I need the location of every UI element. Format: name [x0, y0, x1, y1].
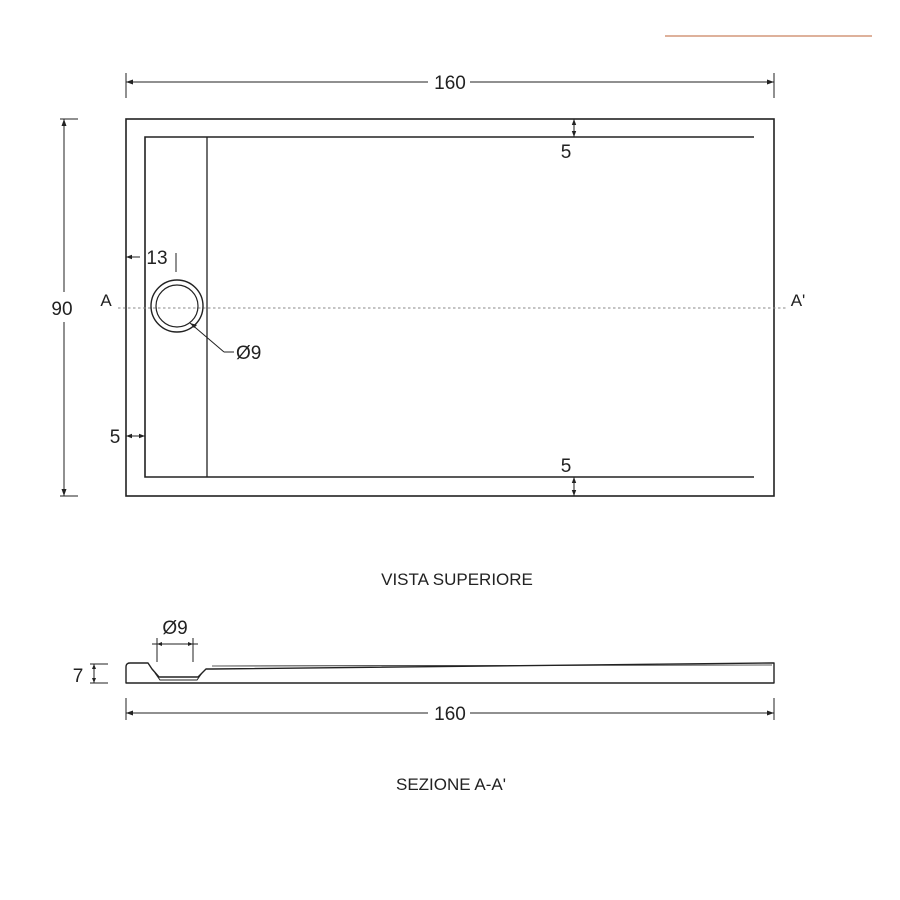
drain-offset-label: 13 — [146, 248, 167, 269]
section-height-label: 7 — [73, 666, 84, 687]
section-view: Ø9 7 160 SEZIONE A-A' — [73, 618, 775, 794]
section-profile — [125, 662, 775, 684]
drain-outer-circle — [150, 279, 204, 333]
rim-left-dimension — [126, 433, 145, 439]
width-dimension — [125, 73, 775, 98]
section-start-label: A — [100, 291, 112, 310]
section-width-label: 160 — [434, 704, 466, 725]
width-label: 160 — [434, 73, 466, 94]
section-height-dimension — [90, 663, 108, 684]
basin-outline — [144, 136, 754, 478]
drain-inner-circle — [155, 284, 199, 328]
section-inner-surface — [211, 664, 773, 667]
section-width-dimension — [125, 698, 775, 720]
rim-bottom-label: 5 — [561, 456, 572, 477]
drain-diameter-label: Ø9 — [236, 343, 261, 364]
section-drain-body — [154, 672, 203, 681]
height-dimension — [60, 118, 78, 497]
rim-top-dimension — [571, 119, 577, 137]
height-label: 90 — [51, 299, 72, 320]
section-drain-dimension — [152, 638, 198, 662]
section-drain-diameter-label: Ø9 — [162, 618, 187, 639]
rim-top-label: 5 — [561, 142, 572, 163]
top-view: 160 90 A A' Ø9 — [51, 73, 805, 589]
section-end-label: A' — [791, 291, 806, 310]
section-view-title: SEZIONE A-A' — [396, 775, 506, 794]
drain-offset-dimension — [126, 253, 177, 272]
rim-bottom-dimension — [571, 477, 577, 496]
top-view-title: VISTA SUPERIORE — [381, 570, 533, 589]
rim-left-label: 5 — [110, 427, 121, 448]
drain-diameter-leader — [189, 322, 234, 353]
